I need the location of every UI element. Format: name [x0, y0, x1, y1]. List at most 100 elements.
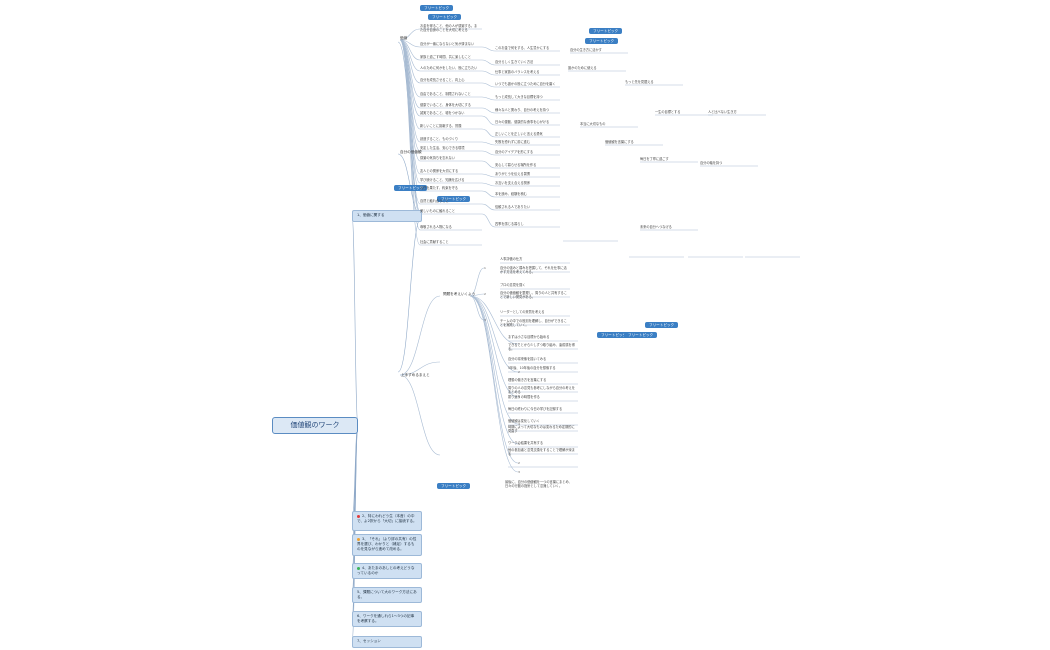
main-topic-label: 5、課題について大のワーク方法にある。 — [357, 590, 417, 599]
action-node[interactable]: ワークの結果を共有する — [508, 441, 544, 445]
value-node[interactable]: 感謝の気持ちを忘れない — [420, 156, 456, 160]
free-topic-tag[interactable]: フリートピック — [585, 38, 619, 44]
outcome-node[interactable]: 人と比べない生き方 — [708, 110, 737, 114]
action-node[interactable]: 時期によって大切なものは変わるため定期的に見直す — [508, 425, 575, 434]
step-number: 3 — [518, 470, 520, 474]
detail-node[interactable]: 失敗を恐れずに前に進む — [495, 140, 531, 144]
connector-line — [481, 190, 496, 198]
free-topic-tag[interactable]: フリートピック — [437, 483, 471, 489]
action-node[interactable]: チームの中での役割を理解し、自分ができることを実践していく。 — [500, 319, 567, 328]
value-node[interactable]: 責任を果たす、約束を守る — [420, 186, 458, 190]
outcome-node[interactable]: 毎日を丁寧に過ごす — [640, 157, 669, 161]
value-node[interactable]: お金を得ること、他の人が感謝する。また自分自身のことを大切に考える — [420, 24, 478, 33]
outcome-node[interactable]: 自分の生き方に活かす — [570, 48, 602, 52]
main-topic-label: 6、ワークを通しれら1〜3つの記事を考察する。 — [357, 614, 415, 623]
detail-node[interactable]: 様々な人と関わり、自分の考えを持つ — [495, 108, 550, 112]
detail-node[interactable]: 日々の運動、健康的な食事を心がける — [495, 120, 550, 124]
branch-label[interactable]: 問題を考えいくよう — [443, 292, 476, 296]
action-node[interactable]: 自分の価値観を整理し、周りの人と共有することで新しい発見がある。 — [500, 291, 567, 300]
main-topic[interactable]: 3、「それ」（より詳の共有）の性界を選び、わかりと（補足）するものを見ながら進め… — [352, 534, 422, 556]
outcome-node[interactable]: もっと先を見据える — [625, 80, 654, 84]
detail-node[interactable]: 自分のアイデアを形にする — [495, 150, 534, 154]
action-node[interactable]: できることから少しずつ取り組み、達成感を得る。 — [508, 343, 575, 352]
action-node[interactable]: 理想の働き方を言葉にする — [508, 378, 547, 382]
detail-node[interactable]: このお金で何をする、人生豊かにする — [495, 46, 550, 50]
action-node[interactable]: 自分の将来像を描いてみる — [508, 357, 547, 361]
detail-node[interactable]: もっと成長して大きな目標を持つ — [495, 95, 543, 99]
step-number: 4 — [518, 422, 520, 426]
action-node[interactable]: 振り返りの時間を作る — [508, 395, 540, 399]
free-topic-tag[interactable]: フリートピック — [428, 14, 462, 20]
connector-line — [481, 182, 496, 187]
root-topic[interactable]: 価値観のワーク — [272, 417, 358, 434]
free-topic-tag[interactable]: フリートピック — [394, 185, 428, 191]
free-topic-tag[interactable]: フリートピック — [589, 28, 623, 34]
value-node[interactable]: 創造すること、ものづくり — [420, 137, 459, 141]
connector-line — [469, 295, 519, 398]
detail-node[interactable]: 四季を感じる暮らし — [495, 222, 524, 226]
action-node[interactable]: 他の参加者と意見交換をすることで理解が深まる — [508, 448, 575, 457]
detail-node[interactable]: 自分らしく生きていく方法 — [495, 60, 534, 64]
value-node[interactable]: 友人との関係を大切にする — [420, 169, 459, 173]
branch-label[interactable]: 上手すめるまえと — [401, 373, 430, 377]
free-topic-tag[interactable]: フリートピック — [420, 5, 454, 11]
detail-node[interactable]: 正しいことを正しいと言える勇気 — [495, 132, 543, 136]
value-node[interactable]: 社会に貢献すること — [420, 240, 449, 244]
main-topic[interactable]: 5、課題について大のワーク方法にある。 — [352, 587, 422, 603]
value-node[interactable]: 美しいものに触れること — [420, 209, 456, 213]
main-topic[interactable]: 6、ワークを通しれら1〜3つの記事を考察する。 — [352, 611, 422, 627]
action-node[interactable]: 周りの人の意見も参考にしながら自分の考えをまとめる — [508, 386, 575, 395]
value-node[interactable]: 安定した生活、安心できる環境 — [420, 146, 465, 150]
action-node[interactable]: 最後に、自分の価値観を一つの言葉にまとめ、日々の行動の指針として意識していく。 — [505, 480, 572, 489]
value-node[interactable]: 尊敬される人物になる — [420, 225, 452, 229]
free-topic-tag[interactable]: フリートピック — [645, 322, 679, 328]
branch-label[interactable]: 自分の価値観 — [400, 150, 422, 154]
detail-node[interactable]: お互いを支え合える関係 — [495, 181, 530, 185]
main-topic[interactable]: 4、あたまのあしとの考えどうなっているのか — [352, 563, 422, 579]
action-node[interactable]: 5年後、10年後の自分を想像する — [508, 366, 556, 370]
action-node[interactable]: 価値観は変化していく — [508, 419, 540, 423]
value-node[interactable]: 人のために何かをしたい、役に立ちたい — [420, 66, 478, 70]
connector-line — [469, 267, 485, 297]
detail-node[interactable]: 本を読み、経験を積む — [495, 192, 527, 196]
main-topic-label: 4、あたまのあしとの考えどうなっているのか — [357, 566, 415, 575]
free-topic-tag[interactable]: フリートピック — [437, 196, 471, 202]
outcome-node[interactable]: 一生の目標とする — [655, 110, 681, 114]
value-node[interactable]: 誠実であること、嘘をつかない — [420, 111, 465, 115]
free-topic-tag[interactable]: フリートピック — [597, 332, 631, 338]
detail-node[interactable]: 安心して暮らせる場所を作る — [495, 163, 537, 167]
main-topic[interactable]: 2、特にわれどう生（本音）の中で、よ2択から「大切」に接続する。 — [352, 511, 422, 531]
connector-line — [481, 213, 496, 228]
action-node[interactable]: プロの意見を聞く — [500, 283, 526, 287]
action-node[interactable]: 人事評価の仕方 — [500, 257, 523, 261]
outcome-node[interactable]: 価値観を言葉にする — [605, 140, 634, 144]
main-topic-label: 2、特にわれどう生（本音）の中で、よ2択から「大切」に接続する。 — [357, 514, 417, 523]
connector-line — [351, 215, 359, 426]
free-topic-tag[interactable]: フリートピック — [624, 332, 658, 338]
detail-node[interactable]: 信頼される人でありたい — [495, 205, 531, 209]
value-node[interactable]: 家族と過ごす時間、共に楽しむこと — [420, 55, 472, 59]
action-node[interactable]: 自分の強みと弱みを把握して、それを仕事に活かす方法を考えてみる。 — [500, 266, 567, 275]
outcome-node[interactable]: 自分の軸を持つ — [700, 161, 723, 165]
main-topic[interactable]: 1、価値に関する — [352, 210, 422, 222]
value-node[interactable]: 自由であること、制限されないこと — [420, 92, 471, 96]
branch-label[interactable]: 価値 — [400, 36, 408, 40]
outcome-node[interactable]: 誰かのために使える — [568, 66, 597, 70]
connector-line — [481, 96, 496, 101]
connector-line — [481, 107, 496, 114]
action-node[interactable]: 毎日の終わりに今日の学びを記録する — [508, 407, 563, 411]
action-node[interactable]: まずは小さな目標から始める — [508, 335, 550, 339]
value-node[interactable]: 健康でいること、身体を大切にする — [420, 103, 471, 107]
value-node[interactable]: 新しいことに挑戦する、冒険 — [420, 124, 462, 128]
value-node[interactable]: 自分を成長させること、向上心 — [420, 78, 465, 82]
outcome-node[interactable]: 未来の自分へつなげる — [640, 225, 672, 229]
value-node[interactable]: 自然と触れ合うこと — [420, 199, 449, 203]
detail-node[interactable]: いつでも誰かの役に立つために自分を磨く — [495, 82, 556, 86]
detail-node[interactable]: ありがとうを伝える習慣 — [495, 172, 530, 176]
main-topic[interactable]: 7、セッション — [352, 636, 422, 648]
action-node[interactable]: リーダーとしての資質を考える — [500, 310, 545, 314]
detail-node[interactable]: 仕事と家族のバランスを考える — [495, 70, 540, 74]
value-node[interactable]: 自分が一番にならないと気が済まない — [420, 42, 475, 46]
outcome-node[interactable]: 本当に大切なもの — [580, 122, 606, 126]
value-node[interactable]: 学び続けること、知識を広げる — [420, 178, 465, 182]
